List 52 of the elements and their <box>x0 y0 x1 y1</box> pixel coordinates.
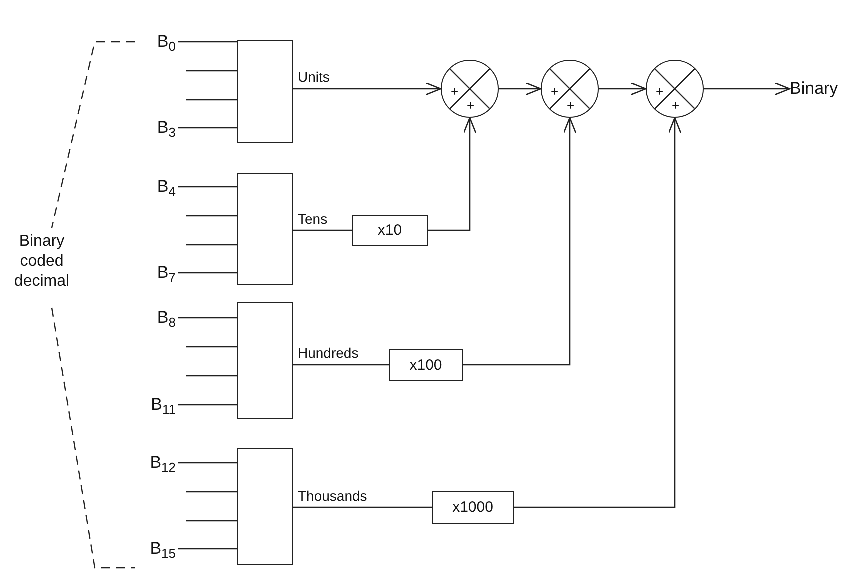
arrow <box>463 117 577 366</box>
arrow <box>514 117 682 508</box>
connector-line <box>186 70 237 72</box>
connector-line <box>178 186 237 188</box>
bit-label: B$_{0}$ <box>157 33 176 51</box>
decoder-block <box>237 448 293 565</box>
decoder-block <box>237 173 293 285</box>
bit-label: B$_{12}$ <box>150 454 176 472</box>
multiplier-block: x1000 <box>432 491 514 524</box>
connector-line <box>178 548 237 550</box>
connector-line <box>186 244 237 246</box>
plus-sign: + <box>467 99 475 112</box>
arrow <box>293 82 442 96</box>
plus-sign: + <box>551 85 559 98</box>
arrow <box>704 82 791 96</box>
connector-line <box>178 404 237 406</box>
group-label: Binary coded decimal <box>13 232 71 292</box>
arrow <box>499 82 542 96</box>
connector-line <box>293 230 352 232</box>
arrow <box>428 117 477 232</box>
edge-label: Hundreds <box>297 345 360 361</box>
plus-sign: + <box>451 85 459 98</box>
connector-line <box>178 462 237 464</box>
connector-line <box>186 520 237 522</box>
plus-sign: + <box>567 99 575 112</box>
multiplier-block: x10 <box>352 215 428 246</box>
connector-line <box>178 317 237 319</box>
bit-label: B$_{7}$ <box>157 264 176 282</box>
plus-sign: + <box>656 85 664 98</box>
bit-label: B$_{3}$ <box>157 119 176 137</box>
bit-label: B$_{4}$ <box>157 178 176 196</box>
bit-label: B$_{8}$ <box>157 309 176 327</box>
connector-line <box>186 491 237 493</box>
connector-line <box>186 215 237 217</box>
connector-line <box>178 272 237 274</box>
connector-line <box>186 99 237 101</box>
decoder-block <box>237 302 293 419</box>
edge-label: Units <box>297 69 331 85</box>
connector-line <box>293 364 389 366</box>
multiplier-block: x100 <box>389 349 463 381</box>
bit-label: B$_{15}$ <box>150 540 176 558</box>
connector-line <box>178 41 237 43</box>
connector-line <box>293 506 432 508</box>
edge-label: Thousands <box>297 488 368 504</box>
arrow <box>599 82 647 96</box>
output-label: Binary <box>790 80 838 98</box>
connector-line <box>178 127 237 129</box>
connector-line <box>186 375 237 377</box>
connector-line <box>186 346 237 348</box>
bit-label: B$_{11}$ <box>151 396 176 414</box>
plus-sign: + <box>672 99 680 112</box>
decoder-block <box>237 40 293 143</box>
